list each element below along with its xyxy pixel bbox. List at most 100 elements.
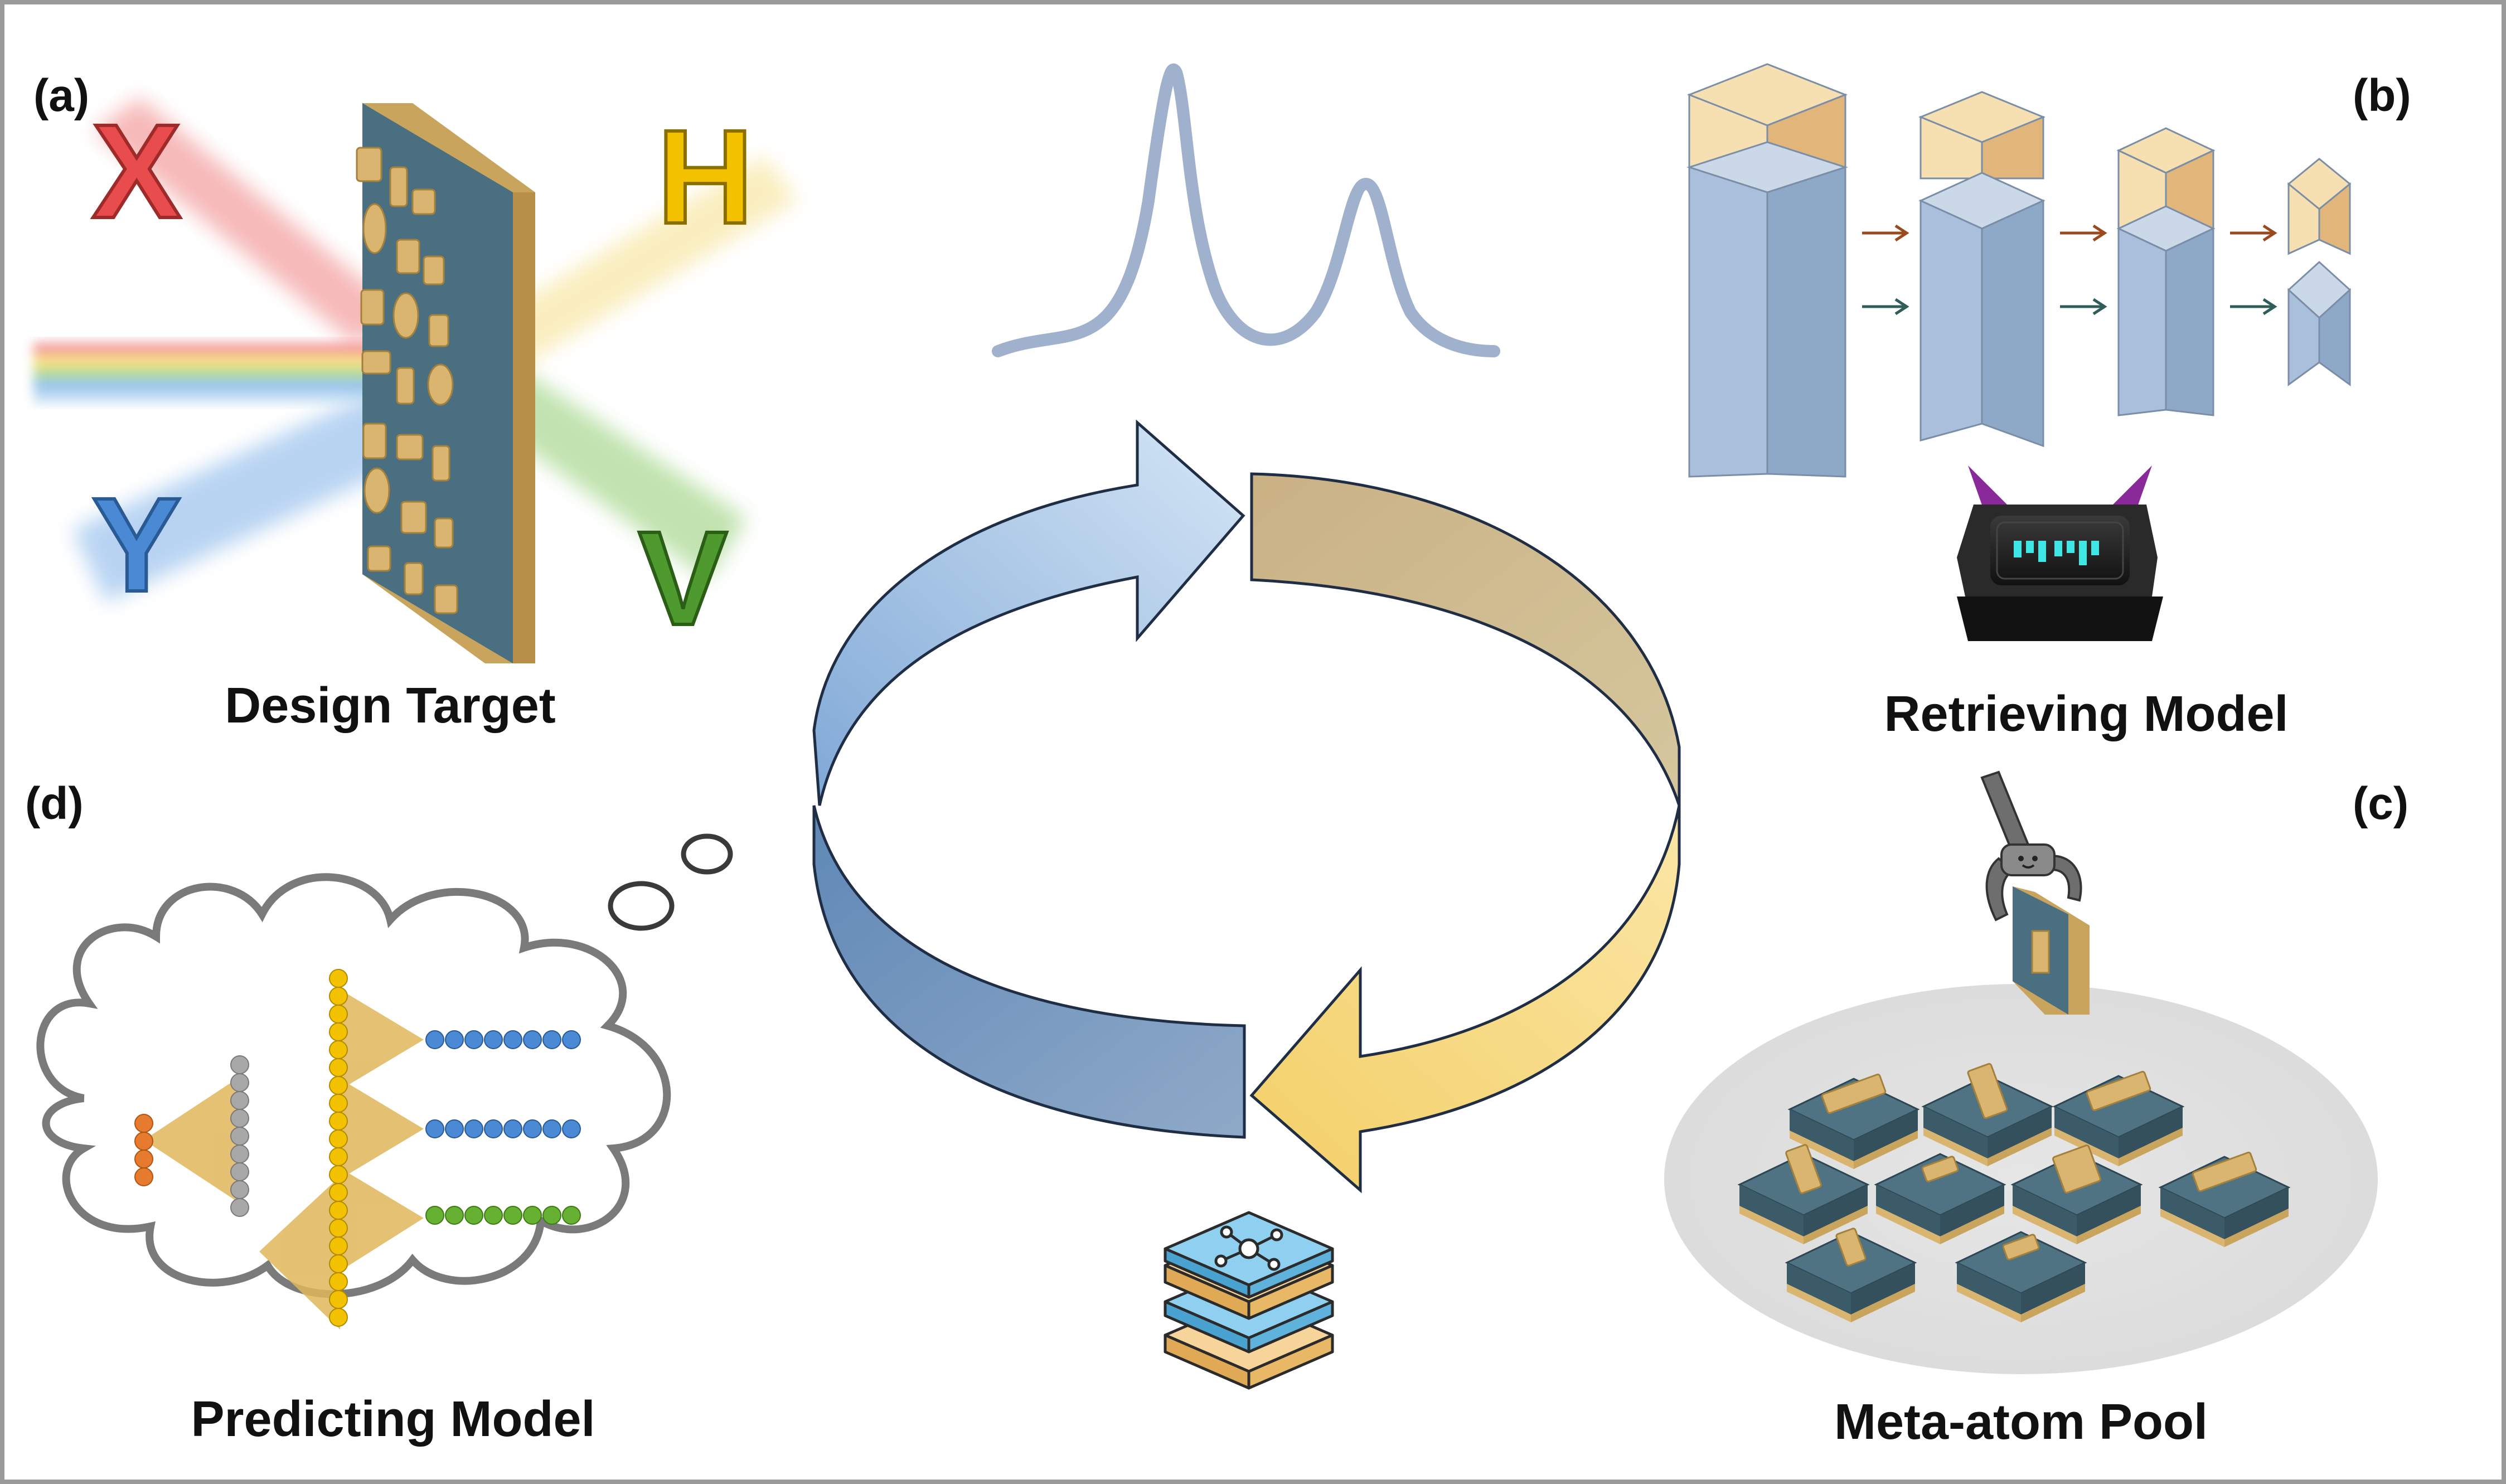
output-node-blue <box>464 1030 483 1049</box>
latent-node <box>329 1076 348 1095</box>
latent-node <box>329 1254 348 1273</box>
beam-letter-h: H <box>657 102 753 251</box>
arrow-gold-lower <box>1249 805 1681 1194</box>
arrow-gold-upper <box>1250 472 1681 806</box>
panel-tag-c: (c) <box>2353 778 2409 829</box>
output-node-green <box>503 1206 522 1225</box>
panel-tag-d: (d) <box>25 778 84 829</box>
caption-meta-atom-pool: Meta-atom Pool <box>1834 1394 2208 1450</box>
arrow-blue-upper <box>812 419 1245 806</box>
output-node-green <box>542 1206 561 1225</box>
output-node-green <box>464 1206 483 1225</box>
meta-atom-tile <box>1921 1063 2054 1166</box>
hidden-node <box>230 1073 249 1092</box>
output-node-blue <box>445 1119 464 1138</box>
latent-node <box>329 1040 348 1059</box>
spectrum-curve-icon <box>992 63 1500 357</box>
latent-node <box>329 969 348 988</box>
hidden-node <box>230 1180 249 1199</box>
input-node <box>134 1132 153 1151</box>
latent-node <box>329 1290 348 1309</box>
incident-rainbow-beam <box>33 343 424 403</box>
output-node-blue <box>542 1030 561 1049</box>
output-node-green <box>523 1206 542 1225</box>
latent-node <box>329 1308 348 1327</box>
panel-tag-b: (b) <box>2353 70 2411 121</box>
output-node-blue <box>523 1119 542 1138</box>
caption-design-target: Design Target <box>225 678 556 734</box>
input-node <box>134 1150 153 1168</box>
latent-node <box>329 1129 348 1148</box>
meta-atom-tile <box>1787 1073 1920 1169</box>
beam-letter-v: V <box>638 503 728 653</box>
hidden-node <box>230 1144 249 1163</box>
latent-node <box>329 1022 348 1041</box>
input-node <box>134 1167 153 1186</box>
panel-c-illustration <box>1664 770 2378 1374</box>
panel-d-illustration <box>36 833 733 1330</box>
latent-node <box>329 1058 348 1077</box>
meta-atom-array <box>356 147 458 614</box>
latent-node <box>329 987 348 1006</box>
arrow-top-row <box>1862 224 2277 242</box>
beam-x <box>95 98 401 346</box>
panel-b-illustration <box>1686 63 2352 641</box>
output-node-blue <box>542 1119 561 1138</box>
beam-y <box>72 390 407 602</box>
latent-node <box>329 1183 348 1202</box>
meta-atom-tile <box>1955 1231 2087 1322</box>
neural-network-nodes <box>134 969 581 1327</box>
output-node-blue <box>523 1030 542 1049</box>
latent-node <box>329 1165 348 1184</box>
cycle-arrows <box>812 419 1681 1194</box>
output-node-blue <box>503 1030 522 1049</box>
latent-node <box>329 1147 348 1166</box>
arrow-bottom-row <box>1862 298 2277 316</box>
thought-cloud-icon <box>36 833 733 1298</box>
output-node-blue <box>445 1030 464 1049</box>
output-node-blue <box>425 1030 444 1049</box>
meta-atom-tiles <box>1737 1063 2291 1322</box>
output-node-blue <box>484 1030 503 1049</box>
output-node-blue <box>484 1119 503 1138</box>
latent-node <box>329 1005 348 1024</box>
latent-node <box>329 1094 348 1113</box>
input-node <box>134 1114 153 1133</box>
hidden-node <box>230 1109 249 1128</box>
meta-atom-tile <box>1737 1144 1870 1244</box>
hidden-node <box>230 1127 249 1146</box>
latent-node <box>329 1236 348 1255</box>
output-node-blue <box>562 1119 581 1138</box>
meta-atom-tile <box>1874 1153 2006 1244</box>
beam-letter-x: X <box>92 96 181 246</box>
meta-atom-tile <box>1785 1228 1917 1322</box>
beam-letter-y: Y <box>92 470 181 619</box>
panel-tag-a: (a) <box>33 70 90 121</box>
meta-atom-tile <box>2158 1151 2291 1247</box>
hidden-node <box>230 1055 249 1074</box>
panel-a-illustration: X H Y V <box>33 95 797 663</box>
output-node-green <box>562 1206 581 1225</box>
latent-node <box>329 1201 348 1220</box>
robot-face-icon <box>1957 465 2163 641</box>
output-node-green <box>484 1206 503 1225</box>
hidden-node <box>230 1162 249 1181</box>
beam-v <box>468 357 747 580</box>
robot-claw-icon <box>1980 770 2090 1015</box>
latent-node <box>329 1112 348 1131</box>
output-node-blue <box>503 1119 522 1138</box>
layer-stack-network-icon <box>1164 1211 1334 1390</box>
latent-node <box>329 1219 348 1238</box>
output-node-blue <box>425 1119 444 1138</box>
caption-predicting-model: Predicting Model <box>191 1391 595 1447</box>
arrow-blue-lower <box>812 805 1246 1139</box>
output-node-blue <box>562 1030 581 1049</box>
meta-atom-tile <box>2010 1144 2143 1244</box>
output-node-green <box>445 1206 464 1225</box>
latent-node <box>329 1272 348 1291</box>
output-node-blue <box>464 1119 483 1138</box>
caption-retrieving-model: Retrieving Model <box>1884 686 2289 742</box>
hidden-node <box>230 1091 249 1110</box>
output-node-green <box>425 1206 444 1225</box>
